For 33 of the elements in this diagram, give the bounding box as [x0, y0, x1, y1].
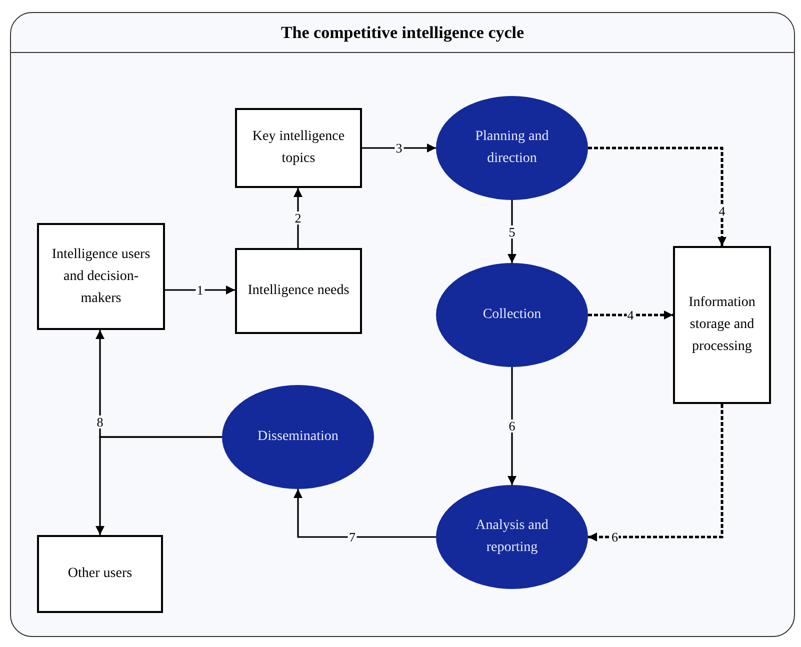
arrow — [294, 489, 436, 538]
arrow — [588, 404, 724, 542]
ellipse-label: Dissemination — [258, 428, 338, 446]
edge-label: 7 — [348, 530, 357, 544]
edge-label: 4 — [718, 204, 726, 218]
edge-label: 6 — [508, 420, 516, 432]
ellipse-label: Analysis and reporting — [474, 517, 550, 557]
arrow — [362, 144, 436, 152]
edge-label: 5 — [508, 225, 516, 238]
edge-label: 1 — [196, 284, 204, 296]
process-box — [37, 535, 163, 613]
arrow — [508, 200, 516, 263]
process-box — [673, 246, 771, 404]
edge-label: 3 — [394, 142, 404, 154]
box-label: Intelligence users and decision-makers — [50, 246, 152, 308]
process-box — [37, 223, 165, 330]
diagram-title: The competitive intelligence cycle — [280, 22, 524, 44]
box-label: Intelligence needs — [248, 282, 350, 300]
box-label: Other users — [68, 565, 132, 583]
arrow — [96, 436, 222, 535]
ellipse-label: Collection — [482, 306, 542, 324]
arrow — [165, 286, 235, 294]
arrow — [588, 310, 673, 320]
ellipse-label: Planning and direction — [474, 128, 550, 168]
process-box — [235, 248, 362, 334]
edge-label: 8 — [96, 415, 104, 428]
box-label: Information storage and processing — [688, 294, 756, 356]
process-box — [235, 108, 362, 188]
edge-label: 2 — [294, 212, 302, 224]
arrow — [588, 146, 726, 246]
arrow — [294, 188, 302, 248]
arrow — [508, 367, 516, 485]
box-label: Key intelligence topics — [251, 128, 346, 168]
